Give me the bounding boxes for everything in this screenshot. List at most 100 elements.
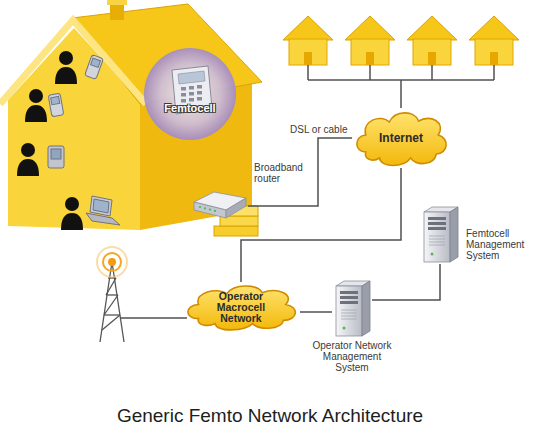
cell-tower — [108, 258, 116, 266]
network-link — [241, 168, 401, 282]
server-shape — [341, 319, 357, 320]
neighbour-houses — [413, 39, 451, 65]
server-shape — [341, 310, 357, 311]
node-label: Broadband router — [254, 162, 312, 184]
cell-tower — [106, 278, 116, 295]
tower-link — [120, 317, 187, 319]
node-label: Operator Macrocell Network — [182, 282, 300, 332]
neighbour-houses — [351, 39, 389, 65]
network-cloud: Internet — [352, 108, 450, 168]
neighbour-houses — [283, 16, 333, 40]
server-shape — [424, 212, 450, 262]
node-label: Operator Network Management System — [308, 340, 396, 373]
server-shape — [362, 281, 370, 336]
house-wiring — [369, 65, 371, 80]
router-shape — [199, 206, 201, 208]
cell-tower — [104, 314, 120, 315]
server-shape — [340, 301, 358, 304]
person-silhouette — [55, 51, 77, 84]
node-label: Internet — [352, 108, 450, 168]
server-shape — [336, 286, 362, 336]
network-cloud: Operator Macrocell Network — [182, 282, 300, 332]
server-shape — [341, 313, 357, 314]
femto-shape — [178, 71, 205, 84]
femtocell-device: Femtocell — [158, 64, 222, 124]
mobile-device — [93, 199, 109, 213]
router-shape — [209, 209, 211, 211]
network-link — [300, 311, 332, 313]
mobile-device — [85, 55, 104, 80]
house-wiring — [493, 65, 495, 80]
neighbour-houses — [428, 52, 436, 65]
person-silhouette — [17, 51, 83, 230]
house-illustration — [0, 0, 262, 236]
femto-shape — [181, 87, 186, 91]
server-shape — [340, 291, 358, 294]
mobile-device — [90, 196, 112, 216]
house-wiring — [400, 80, 402, 108]
neighbour-houses — [345, 16, 395, 40]
neighbour-houses — [283, 16, 519, 108]
house-wiring — [307, 65, 309, 80]
cell-tower — [106, 294, 118, 295]
server-shape — [420, 206, 460, 264]
neighbour-houses — [469, 16, 519, 40]
femto-shape — [197, 97, 202, 101]
network-link — [248, 138, 352, 206]
person-silhouette — [29, 89, 43, 103]
mobile-device — [51, 96, 60, 104]
server-shape — [450, 207, 458, 262]
femto-shape — [158, 64, 222, 124]
broadband-router: Broadband router — [192, 186, 248, 220]
cell-tower — [97, 247, 127, 277]
femto-shape — [197, 85, 202, 89]
house-illustration — [107, 0, 127, 5]
person-silhouette — [65, 197, 79, 211]
link-label: DSL or cable — [290, 124, 347, 135]
coverage-glow — [144, 48, 236, 140]
person-silhouette — [61, 213, 83, 230]
femto-shape — [197, 91, 202, 95]
network-link — [372, 264, 440, 300]
mobile-device — [91, 58, 101, 67]
server-shape — [431, 253, 434, 256]
house-steps — [214, 226, 258, 236]
server-shape — [429, 236, 445, 237]
mobile-device — [48, 146, 64, 168]
server-shape — [428, 217, 446, 220]
femto-shape — [181, 93, 186, 97]
server-shape — [332, 280, 372, 338]
mobile-device — [48, 55, 120, 225]
neighbour-houses — [289, 39, 327, 65]
house-wiring — [308, 65, 494, 108]
server-shape — [340, 296, 358, 299]
router-shape — [194, 202, 226, 218]
cell-tower — [102, 315, 120, 330]
server-shape — [429, 239, 445, 240]
person-silhouette — [61, 197, 83, 230]
femto-shape — [181, 99, 186, 103]
mobile-device — [86, 213, 120, 225]
cell-tower — [97, 247, 127, 342]
person-silhouette — [17, 143, 39, 176]
femto-shape — [189, 92, 194, 96]
mobile-device — [48, 93, 64, 117]
neighbour-houses — [475, 39, 513, 65]
person-silhouette — [59, 51, 73, 65]
person-silhouette — [21, 143, 35, 157]
router-shape — [192, 186, 248, 220]
router-shape — [226, 198, 246, 218]
neighbour-houses — [304, 52, 312, 65]
router-shape — [204, 207, 206, 209]
person-silhouette — [55, 67, 77, 84]
cell-tower — [104, 295, 118, 315]
neighbour-houses — [407, 16, 457, 40]
management-server: Femtocell Management System — [420, 206, 460, 264]
cell-tower — [103, 253, 121, 271]
neighbour-houses — [366, 52, 374, 65]
server-shape — [343, 327, 346, 330]
server-shape — [341, 316, 357, 317]
server-shape — [429, 242, 445, 243]
